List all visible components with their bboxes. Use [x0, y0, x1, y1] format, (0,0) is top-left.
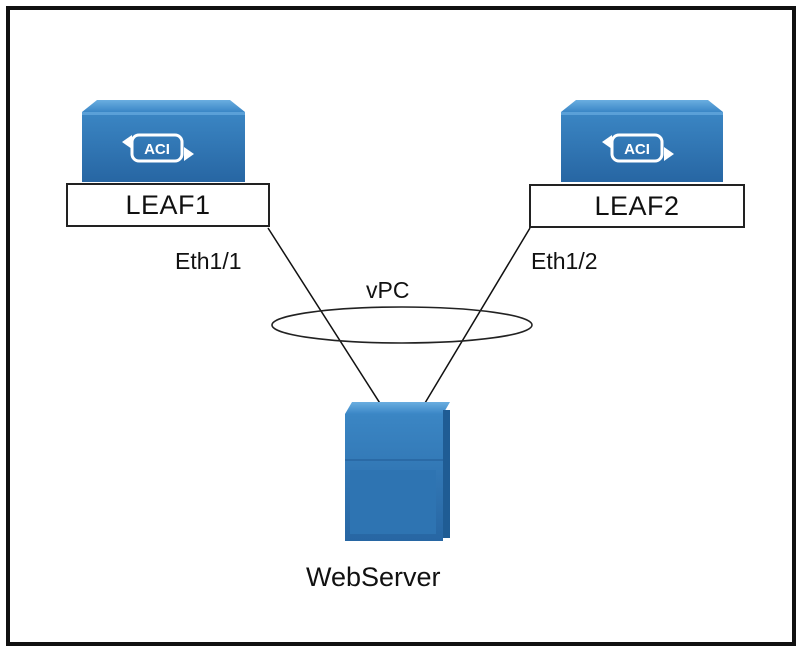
leaf1-aci-badge: ACI — [144, 141, 170, 158]
webserver-icon — [345, 402, 450, 541]
link-leaf2-server — [421, 227, 531, 409]
leaf1-label: LEAF1 — [66, 183, 270, 227]
leaf2-port-label: Eth1/2 — [531, 248, 598, 274]
link-leaf1-server — [267, 227, 384, 409]
leaf1-switch-icon — [82, 100, 245, 182]
leaf2-switch-icon — [561, 100, 723, 182]
leaf1-aci-logo-icon: ACI — [122, 133, 194, 163]
webserver-label: WebServer — [306, 562, 441, 592]
vpc-label: vPC — [366, 277, 410, 303]
leaf2-aci-badge: ACI — [624, 141, 650, 158]
leaf2-label: LEAF2 — [529, 184, 745, 228]
leaf1-port-label: Eth1/1 — [175, 248, 242, 274]
vpc-bundle-ellipse — [271, 306, 533, 344]
leaf2-aci-logo-icon: ACI — [602, 133, 674, 163]
